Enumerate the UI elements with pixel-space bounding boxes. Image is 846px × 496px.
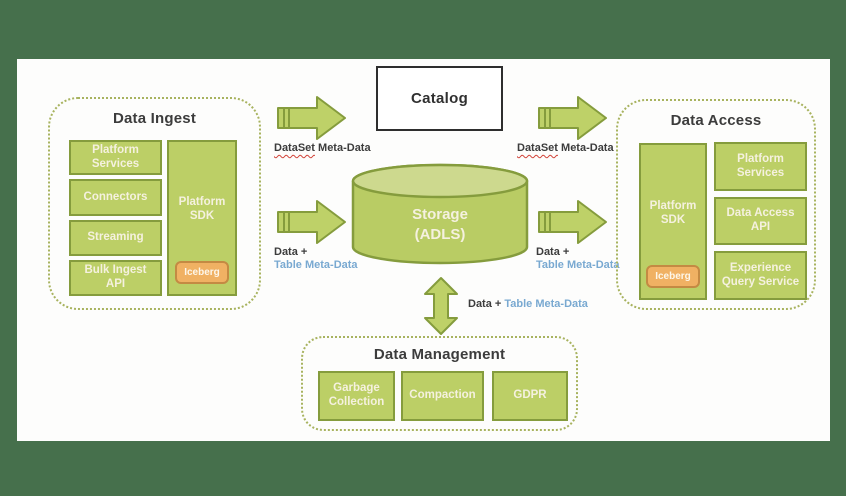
data-management-title: Data Management [373, 346, 506, 363]
arrow-storage-to-access-icon [538, 200, 607, 244]
data-ingest-group: Data Ingest Platform Services Connectors… [48, 97, 261, 310]
data-access-group: Data Access Platform SDK Iceberg Platfor… [616, 99, 816, 310]
cylinder-icon [351, 163, 529, 265]
storage-cylinder: Storage (ADLS) [350, 161, 530, 269]
label-dataset-word-right: DataSet [517, 142, 558, 154]
ingest-platform-sdk-box: Platform SDK Iceberg [167, 140, 237, 296]
label-ingest-to-catalog: DataSet Meta-Data [274, 142, 371, 154]
data-access-title: Data Access [670, 112, 762, 129]
management-box-compaction: Compaction [401, 371, 484, 421]
ingest-box-streaming: Streaming [69, 220, 162, 256]
management-box-garbage-collection: Garbage Collection [318, 371, 395, 421]
access-box-data-access-api: Data Access API [714, 197, 807, 245]
label-ingest-to-storage-line1: Data + [274, 246, 308, 258]
ingest-platform-sdk-label: Platform SDK [178, 196, 226, 223]
storage-label: Storage (ADLS) [412, 206, 468, 243]
arrow-catalog-to-access-icon [538, 96, 607, 140]
management-box-gdpr: GDPR [492, 371, 568, 421]
data-management-group: Data Management Garbage Collection Compa… [301, 336, 578, 431]
ingest-box-bulk-ingest-api: Bulk Ingest API [69, 260, 162, 296]
arrow-storage-to-management-icon [424, 277, 458, 335]
data-ingest-title: Data Ingest [112, 110, 197, 127]
ingest-box-connectors: Connectors [69, 179, 162, 216]
label-storage-to-management: Data + Table Meta-Data [468, 298, 588, 310]
access-box-platform-services: Platform Services [714, 142, 807, 191]
access-box-experience-query-service: Experience Query Service [714, 251, 807, 300]
access-iceberg-badge: Iceberg [646, 265, 700, 288]
diagram-panel: Data Ingest Platform Services Connectors… [17, 59, 830, 441]
label-storage-to-access-line1: Data + [536, 246, 570, 258]
ingest-iceberg-badge: Iceberg [175, 261, 229, 284]
arrow-ingest-to-catalog-icon [277, 96, 346, 140]
label-dataset-word-left: DataSet [274, 142, 315, 154]
ingest-box-platform-services: Platform Services [69, 140, 162, 175]
catalog-box: Catalog [376, 66, 503, 131]
arrow-ingest-to-storage-icon [277, 200, 346, 244]
access-platform-sdk-box: Platform SDK Iceberg [639, 143, 707, 300]
label-catalog-to-access: DataSet Meta-Data [517, 142, 614, 154]
label-storage-to-access-line2: Table Meta-Data [536, 259, 620, 271]
access-platform-sdk-label: Platform SDK [649, 200, 697, 226]
label-ingest-to-storage-line2: Table Meta-Data [274, 259, 358, 271]
